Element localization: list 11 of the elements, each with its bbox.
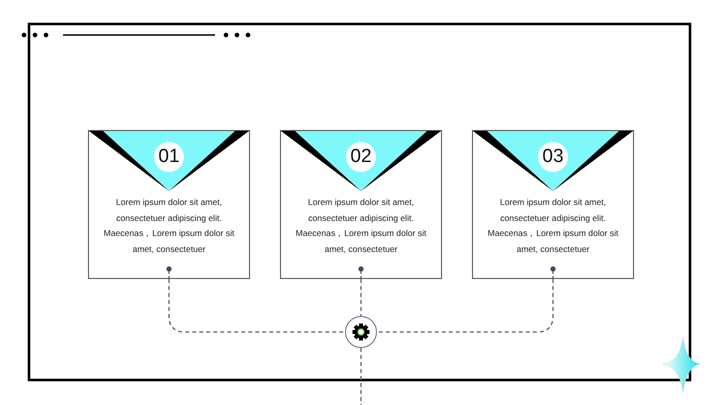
dashed-connector: [168, 279, 345, 333]
dashed-connector: [360, 279, 362, 316]
description-text: Lorem ipsum dolor sit amet, consectetuer adipiscing elit. Maecenas，Lorem ipsum dolor sit amet, consectetuer: [294, 196, 428, 256]
dashed-connector: [360, 348, 362, 405]
dashed-connector: [377, 279, 554, 333]
envelope-card: [472, 130, 634, 279]
gear-hub: [345, 316, 377, 348]
envelope-card: [88, 130, 250, 279]
envelope-card: [280, 130, 442, 279]
description-text: Lorem ipsum dolor sit amet, consectetuer adipiscing elit. Maecenas，Lorem ipsum dolor sit amet, consectetuer: [102, 196, 236, 256]
description-text: Lorem ipsum dolor sit amet, consectetuer adipiscing elit. Maecenas，Lorem ipsum dolor sit amet, consectetuer: [486, 196, 620, 256]
